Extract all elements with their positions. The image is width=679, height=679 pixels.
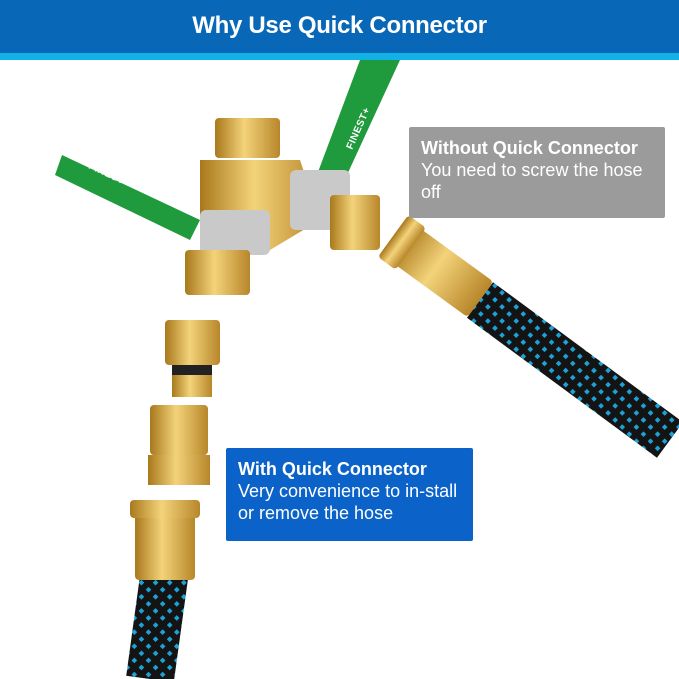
header-stripe (0, 53, 679, 60)
header-banner (0, 0, 679, 53)
bottom-hose (126, 500, 200, 679)
with-quick-connector-callout: With Quick Connector Very convenience to… (226, 448, 473, 541)
quick-connector-parts (148, 320, 220, 485)
callout-text: You need to screw the hose off (421, 160, 643, 202)
page-title: Why Use Quick Connector (192, 12, 487, 39)
callout-heading: With Quick Connector (238, 459, 427, 479)
right-hose (379, 216, 679, 458)
two-way-valve: FINEST+ FINEST+ (55, 60, 400, 295)
without-quick-connector-callout: Without Quick Connector You need to scre… (409, 127, 665, 218)
callout-heading: Without Quick Connector (421, 138, 638, 158)
callout-text: Very convenience to in-stall or remove t… (238, 481, 458, 523)
